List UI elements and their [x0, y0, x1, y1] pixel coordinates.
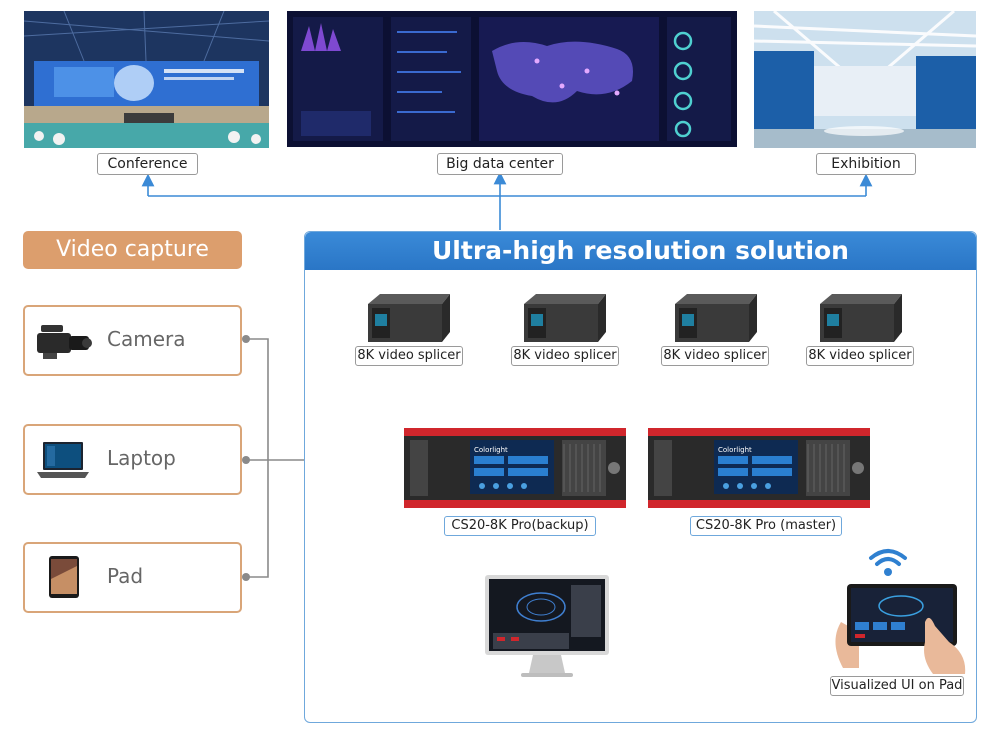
processor-backup-label: CS20-8K Pro(backup) — [444, 516, 596, 536]
input-connector-dots — [242, 335, 250, 581]
scenario-label-conference: Conference — [97, 153, 198, 175]
camera-icon — [37, 325, 92, 359]
scenario-label-bigdata: Big data center — [437, 153, 563, 175]
pad-ui-label: Visualized UI on Pad — [830, 676, 964, 696]
scenario-label-exhibition: Exhibition — [816, 153, 916, 175]
splicer-device-2 — [524, 294, 606, 342]
tablet-icon — [49, 556, 79, 598]
exhibition-image — [754, 11, 976, 148]
input-bracket — [246, 338, 304, 578]
pad-ui-device — [835, 584, 966, 674]
laptop-icon — [37, 442, 89, 478]
monitor-device — [485, 575, 609, 677]
source-camera: Camera — [23, 305, 242, 376]
source-label-camera: Camera — [107, 327, 186, 351]
source-label-laptop: Laptop — [107, 446, 176, 470]
solution-title: Ultra-high resolution solution — [305, 232, 976, 270]
splicer-device-1 — [368, 294, 450, 342]
bigdata-image — [287, 11, 737, 147]
conference-image — [24, 11, 269, 148]
splicer-label-2: 8K video splicer — [511, 346, 619, 366]
processor-backup-brand: Colorlight — [474, 446, 508, 454]
processor-master: Colorlight — [648, 428, 870, 508]
scenario-feed-lines — [141, 171, 873, 230]
processor-master-label: CS20-8K Pro (master) — [690, 516, 842, 536]
source-label-pad: Pad — [107, 564, 144, 588]
splicer-label-3: 8K video splicer — [661, 346, 769, 366]
splicer-label-1: 8K video splicer — [355, 346, 463, 366]
splicer-device-4 — [820, 294, 902, 342]
source-pad: Pad — [23, 542, 242, 613]
video-capture-header: Video capture — [23, 231, 242, 269]
splicer-label-4: 8K video splicer — [806, 346, 914, 366]
processor-master-brand: Colorlight — [718, 446, 752, 454]
source-laptop: Laptop — [23, 424, 242, 495]
processor-backup: Colorlight — [404, 428, 626, 508]
wifi-icon — [869, 549, 907, 576]
splicer-device-3 — [675, 294, 757, 342]
